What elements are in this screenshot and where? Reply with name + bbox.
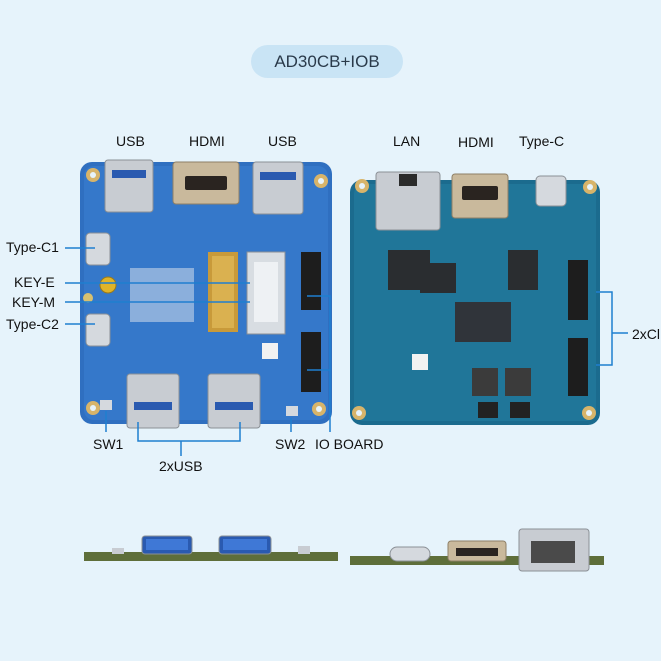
label-io-board: IO BOARD bbox=[315, 436, 384, 452]
label-2xcl: 2xCl bbox=[632, 326, 661, 342]
side-view-core-board bbox=[350, 528, 604, 572]
label-type-c2: Type-C2 bbox=[6, 316, 59, 332]
label-key-e: KEY-E bbox=[14, 274, 55, 290]
label-usb-top-left: USB bbox=[116, 133, 145, 149]
io-board bbox=[65, 159, 332, 456]
side-view-io-board bbox=[84, 535, 338, 561]
title-text: AD30CB+IOB bbox=[274, 51, 380, 71]
label-hdmi-top-left: HDMI bbox=[189, 133, 225, 149]
label-2xusb: 2xUSB bbox=[159, 458, 203, 474]
title-badge: AD30CB+IOB bbox=[251, 45, 403, 78]
core-board bbox=[350, 171, 628, 425]
label-sw2: SW2 bbox=[275, 436, 306, 452]
label-type-c-right: Type-C bbox=[519, 133, 565, 149]
label-key-m: KEY-M bbox=[12, 294, 56, 310]
label-type-c1: Type-C1 bbox=[6, 239, 59, 255]
label-sw1: SW1 bbox=[93, 436, 124, 452]
label-lan: LAN bbox=[393, 133, 421, 149]
label-usb-top-right: USB bbox=[268, 133, 297, 149]
label-hdmi-right: HDMI bbox=[458, 134, 494, 150]
